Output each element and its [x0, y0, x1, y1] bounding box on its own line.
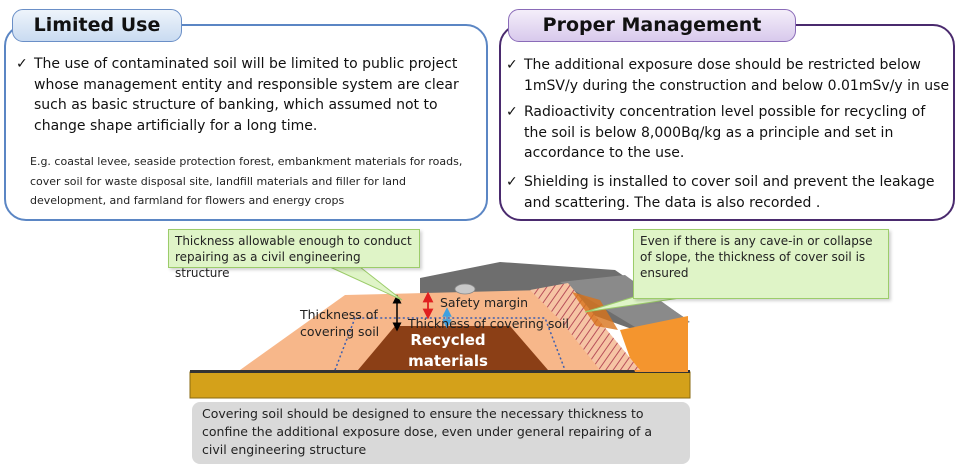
limited-use-title: Limited Use	[12, 9, 182, 42]
checkmark-icon: ✓	[16, 56, 28, 72]
limited-use-item-text: The use of contaminated soil will be lim…	[34, 56, 459, 134]
collapse-stripes	[530, 283, 640, 370]
ground-layer	[189, 371, 691, 399]
safety-margin-label: Safety margin	[440, 295, 529, 310]
limited-use-examples: E.g. coastal levee, seaside protection f…	[30, 155, 463, 207]
thickness-covering-soil-inner-label: Thickness of covering soil	[408, 316, 569, 331]
proper-management-panel	[499, 24, 955, 221]
right-slope	[620, 316, 688, 372]
ground-top-band	[190, 370, 690, 373]
thickness-covering-soil-label: Thickness of covering soil	[300, 307, 380, 339]
limited-use-panel	[4, 24, 488, 221]
recycled-materials-label: Recycled materials	[408, 331, 488, 370]
checkmark-icon: ✓	[506, 104, 518, 120]
management-item-text: The additional exposure dose should be r…	[524, 57, 950, 94]
management-item-text: Shielding is installed to cover soil and…	[524, 174, 935, 211]
manhole-mound	[454, 283, 476, 295]
callout-collapse-thickness: Even if there is any cave-in or collapse…	[633, 229, 889, 299]
checkmark-icon: ✓	[506, 174, 518, 190]
management-item-shielding: ✓ Shielding is installed to cover soil a…	[506, 172, 950, 213]
callout-repair-thickness: Thickness allowable enough to conduct re…	[168, 229, 420, 280]
limited-use-item: ✓ The use of contaminated soil will be l…	[16, 54, 476, 136]
proper-management-title: Proper Management	[508, 9, 796, 42]
management-item-text: Radioactivity concentration level possib…	[524, 104, 926, 161]
cover-boundary-line	[334, 317, 566, 371]
management-item-radioactivity: ✓ Radioactivity concentration level poss…	[506, 102, 950, 164]
management-item-exposure-dose: ✓ The additional exposure dose should be…	[506, 55, 950, 96]
bottom-note: Covering soil should be designed to ensu…	[192, 402, 690, 464]
recycled-materials-block	[358, 326, 548, 370]
checkmark-icon: ✓	[506, 57, 518, 73]
